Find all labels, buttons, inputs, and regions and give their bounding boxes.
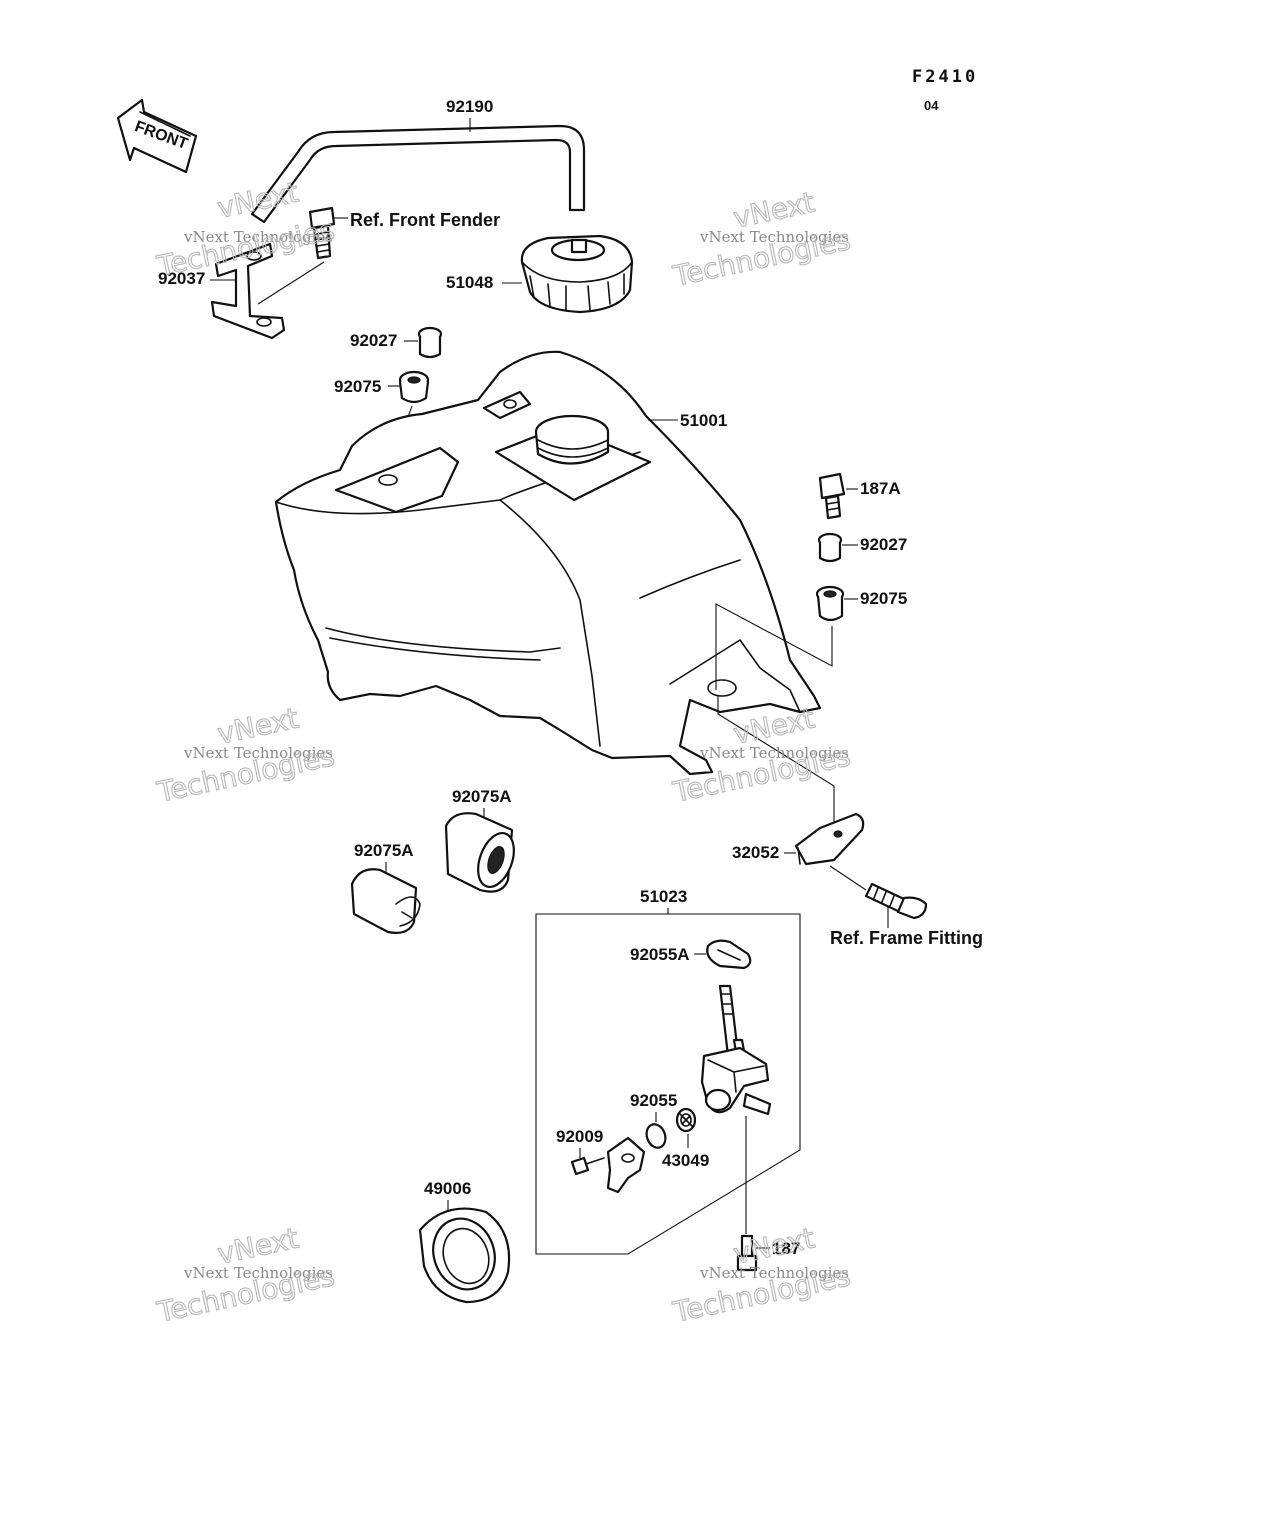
bushing-92075A-lower [350, 868, 421, 934]
label-92075A-upper: 92075A [452, 787, 512, 806]
filter-43049 [675, 1107, 697, 1133]
fuel-cock [700, 984, 772, 1116]
svg-text:vNext Technologies: vNext Technologies [699, 744, 849, 762]
label-92037: 92037 [158, 269, 205, 288]
leader-frame-bolt [829, 865, 867, 891]
label-92075-right: 92075 [860, 589, 907, 608]
figure-revision: 04 [924, 98, 939, 113]
figure-code: F2410 [912, 67, 978, 87]
collar-92027-top [417, 326, 443, 359]
label-92027-right: 92027 [860, 535, 907, 554]
svg-text:vNext Technologies: vNext Technologies [183, 228, 333, 246]
o-ring-92055 [645, 1123, 667, 1149]
bracket-92037 [210, 242, 286, 340]
label-43049: 43049 [662, 1151, 709, 1170]
watermark-3: vNext vNext Technologies Technologies [153, 701, 338, 810]
label-51023: 51023 [640, 887, 687, 906]
bolt-187A [818, 472, 846, 520]
bolt-frame-fitting [864, 882, 928, 920]
screw-92009 [570, 1156, 605, 1176]
ref-frame-fitting: Ref. Frame Fitting [830, 928, 983, 948]
lever-plate [606, 1136, 646, 1194]
bracket-32052 [794, 812, 865, 866]
label-92055A: 92055A [630, 945, 690, 964]
label-92190: 92190 [446, 97, 493, 116]
bushing-92075A-upper [444, 812, 515, 893]
label-51001: 51001 [680, 411, 727, 430]
watermark-6: vNext vNext Technologies Technologies [669, 1221, 854, 1330]
svg-text:vNext Technologies: vNext Technologies [699, 1264, 849, 1282]
label-32052: 32052 [732, 843, 779, 862]
fuel-tank [274, 350, 822, 776]
label-92075A-lower: 92075A [354, 841, 414, 860]
ref-front-fender: Ref. Front Fender [350, 210, 500, 230]
watermark-5: vNext vNext Technologies Technologies [153, 1221, 338, 1330]
label-51048: 51048 [446, 273, 493, 292]
label-92009: 92009 [556, 1127, 603, 1146]
svg-text:vNext Technologies: vNext Technologies [699, 228, 849, 246]
bolt-187 [736, 1234, 758, 1272]
assembly-box-51023 [535, 913, 801, 1255]
watermark-2: vNext vNext Technologies Technologies [669, 185, 854, 294]
label-92055: 92055 [630, 1091, 677, 1110]
label-49006: 49006 [424, 1179, 471, 1198]
label-187A: 187A [860, 479, 901, 498]
collar-92027-right [817, 532, 843, 563]
grommet-92075-right [815, 585, 845, 622]
fuel-cap [520, 234, 634, 314]
gasket-92055A [706, 939, 752, 970]
breather-hose [250, 124, 586, 224]
svg-text:vNext Technologies: vNext Technologies [183, 744, 333, 762]
bolt-front-fender [308, 206, 336, 260]
leader-rear-mount-grommet [715, 603, 833, 690]
front-arrow-icon: FRONT [116, 98, 198, 174]
leader-rear-mount-bracket [717, 696, 835, 830]
label-187: 187 [772, 1239, 800, 1258]
label-92027-top: 92027 [350, 331, 397, 350]
label-92075-top: 92075 [334, 377, 381, 396]
seal-49006 [418, 1207, 511, 1304]
svg-text:vNext Technologies: vNext Technologies [183, 1264, 333, 1282]
grommet-92075-top [398, 370, 430, 404]
leader-fender-bolt [257, 261, 325, 305]
